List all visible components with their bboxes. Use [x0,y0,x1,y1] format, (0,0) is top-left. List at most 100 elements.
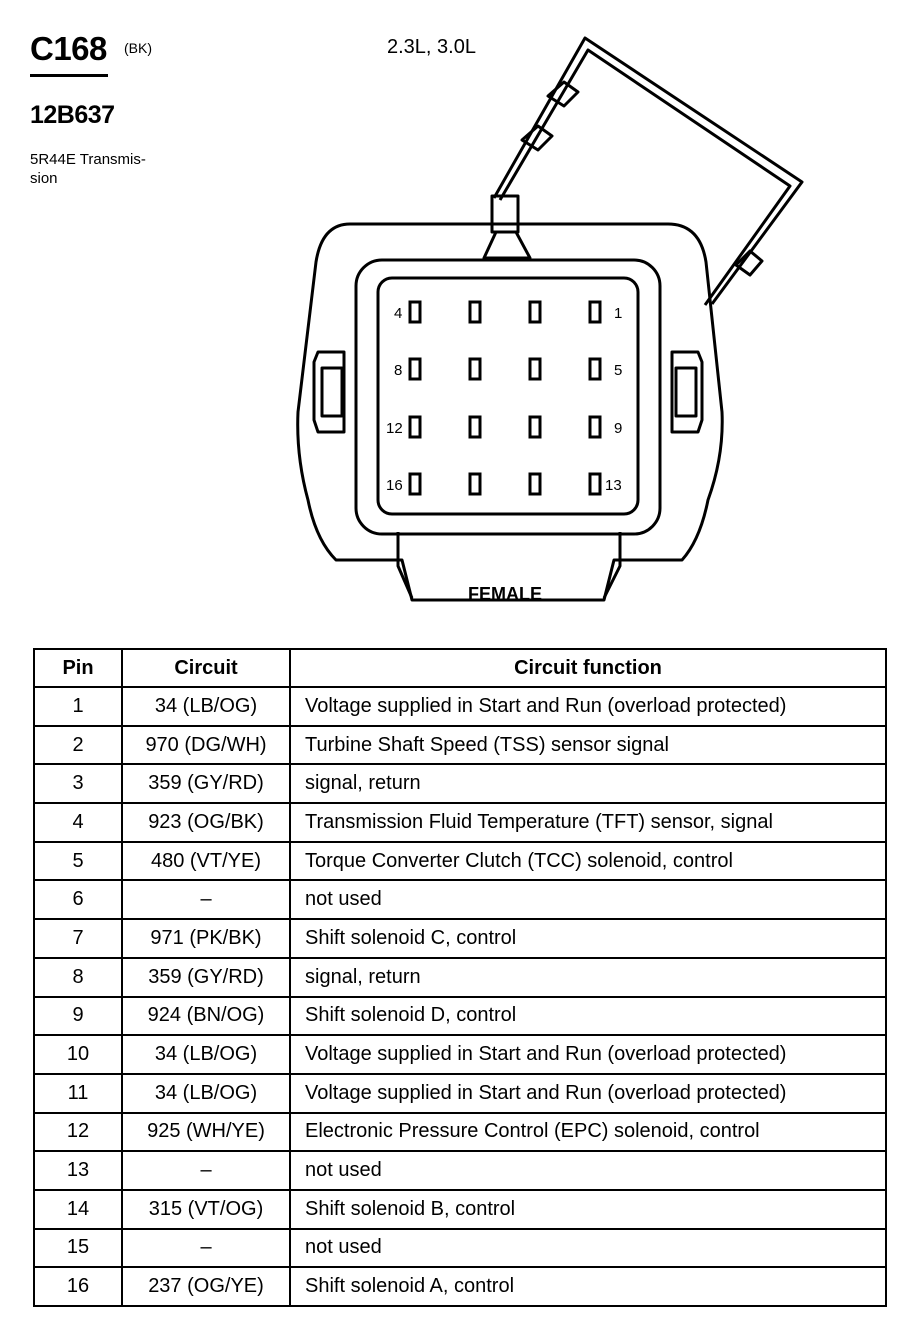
pin-label-12: 12 [386,420,403,437]
header-pin: Pin [33,648,123,688]
pin-cell: 3 [33,763,123,805]
circuit-cell: 923 (OG/BK) [121,802,291,843]
pin-cavity-2 [528,300,542,324]
pin-label-9: 9 [614,420,622,437]
connector-description: 5R44E Transmis-sion [30,151,146,187]
function-cell: Shift solenoid D, control [289,995,887,1037]
harness-cable-inner [498,48,792,306]
pin-cell: 16 [33,1266,123,1307]
pin-cell: 1 [33,686,123,727]
pin-cavity-9 [588,415,602,439]
circuit-cell: 237 (OG/YE) [121,1266,291,1307]
pin-cavity-1 [588,300,602,324]
connector-neck [490,194,520,234]
code-underline [30,74,108,77]
pin-cavity-5 [588,357,602,381]
pin-label-4: 4 [394,305,402,322]
circuit-cell: 480 (VT/YE) [121,840,291,882]
function-cell: not used [289,1150,887,1191]
connector-inner-shell [354,258,662,536]
latch-right-inner [674,366,698,418]
harness-cable [492,36,804,305]
connector-neck-flare [482,231,532,260]
pin-cavity-14 [528,472,542,496]
connector-outer-body [296,222,724,602]
circuit-cell: 359 (GY/RD) [121,956,291,998]
pin-cavity-16 [408,472,422,496]
circuit-cell: 359 (GY/RD) [121,763,291,805]
pin-cell: 9 [33,995,123,1037]
function-cell: Transmission Fluid Temperature (TFT) sen… [289,802,887,843]
engine-label: 2.3L, 3.0L [387,36,476,58]
pin-cell: 5 [33,840,123,882]
function-cell: Electronic Pressure Control (EPC) soleno… [289,1111,887,1153]
latch-left [312,350,346,434]
pin-cavity-13 [588,472,602,496]
table-row: 6–not used [33,879,887,921]
circuit-cell: 34 (LB/OG) [121,1034,291,1075]
connector-diagram: 4 1 8 5 12 9 16 13 [296,36,804,602]
table-row: 13–not used [33,1150,887,1191]
header-circuit: Circuit [121,648,291,688]
function-cell: Shift solenoid A, control [289,1266,887,1307]
circuit-cell: 924 (BN/OG) [121,995,291,1037]
circuit-cell: 925 (WH/YE) [121,1111,291,1153]
pin-cavity-6 [528,357,542,381]
pin-cell: 8 [33,956,123,998]
connector-color: (BK) [124,40,152,56]
function-cell: Voltage supplied in Start and Run (overl… [289,1034,887,1075]
connector-code: C168 [30,30,107,67]
pin-label-1: 1 [614,305,622,322]
pin-cavity-7 [468,357,482,381]
circuit-cell: – [121,1227,291,1269]
pin-cavity-12 [408,415,422,439]
gender-label: FEMALE [468,584,542,604]
pin-cavity-3 [468,300,482,324]
circuit-cell: – [121,879,291,921]
latch-right [670,350,704,434]
pin-label-8: 8 [394,362,402,379]
function-cell: Shift solenoid B, control [289,1188,887,1230]
pin-cell: 14 [33,1188,123,1230]
pin-label-13: 13 [605,477,622,494]
latch-left-inner [320,366,344,418]
table-row: 15–not used [33,1227,887,1269]
pin-cell: 2 [33,724,123,766]
circuit-cell: 970 (DG/WH) [121,724,291,766]
function-cell: Turbine Shaft Speed (TSS) sensor signal [289,724,887,766]
pin-cavity-11 [468,415,482,439]
pin-cell: 6 [33,879,123,921]
function-cell: signal, return [289,763,887,805]
circuit-cell: 971 (PK/BK) [121,918,291,959]
pin-label-16: 16 [386,477,403,494]
function-cell: not used [289,1227,887,1269]
pin-field [376,276,640,516]
table-header-row: Pin Circuit Circuit function [33,648,887,688]
harness-clip-right [734,249,764,277]
circuit-cell: 34 (LB/OG) [121,1072,291,1114]
pin-cell: 7 [33,918,123,959]
pin-cavity-4 [408,300,422,324]
function-cell: Shift solenoid C, control [289,918,887,959]
circuit-cell: 34 (LB/OG) [121,686,291,727]
pin-cell: 15 [33,1227,123,1269]
pin-cell: 13 [33,1150,123,1191]
pin-label-5: 5 [614,362,622,379]
connector-bottom-tab-left [396,532,414,599]
pin-cell: 12 [33,1111,123,1153]
function-cell: signal, return [289,956,887,998]
header-function: Circuit function [289,648,887,688]
pin-cell: 10 [33,1034,123,1075]
pin-cell: 11 [33,1072,123,1114]
